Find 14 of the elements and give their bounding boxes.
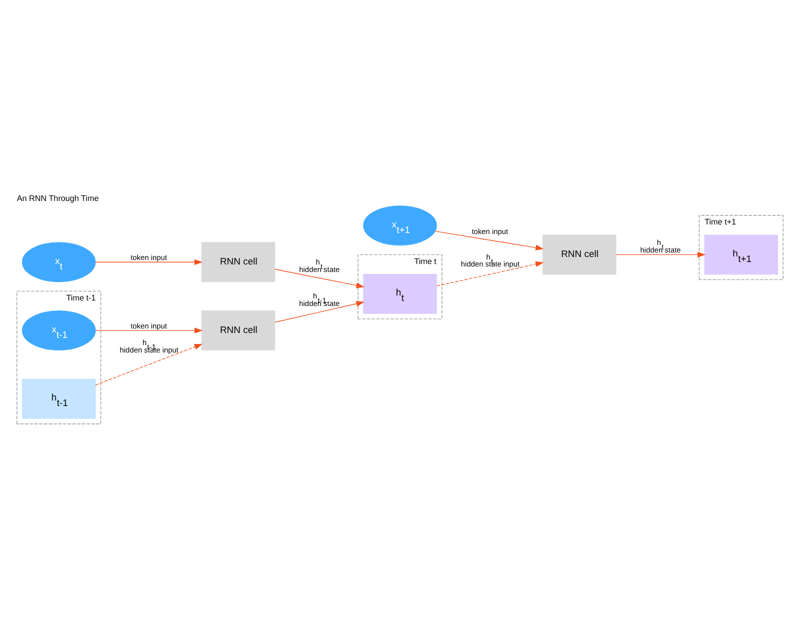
arrow: [95, 344, 203, 386]
arrow: [95, 259, 203, 265]
arrow: [616, 252, 706, 258]
arrow: [434, 230, 544, 250]
arrow: [274, 268, 364, 288]
edge-label: token input: [130, 321, 167, 330]
arrow: [274, 300, 364, 323]
arrow: [436, 261, 544, 286]
node-box: RNN cell: [201, 242, 276, 282]
node-box: RNN cell: [542, 234, 616, 275]
arrow: [95, 328, 203, 334]
edge-label: token input: [130, 252, 167, 262]
node-box: RNN cell: [201, 310, 276, 350]
edge-label: token input: [472, 227, 508, 236]
